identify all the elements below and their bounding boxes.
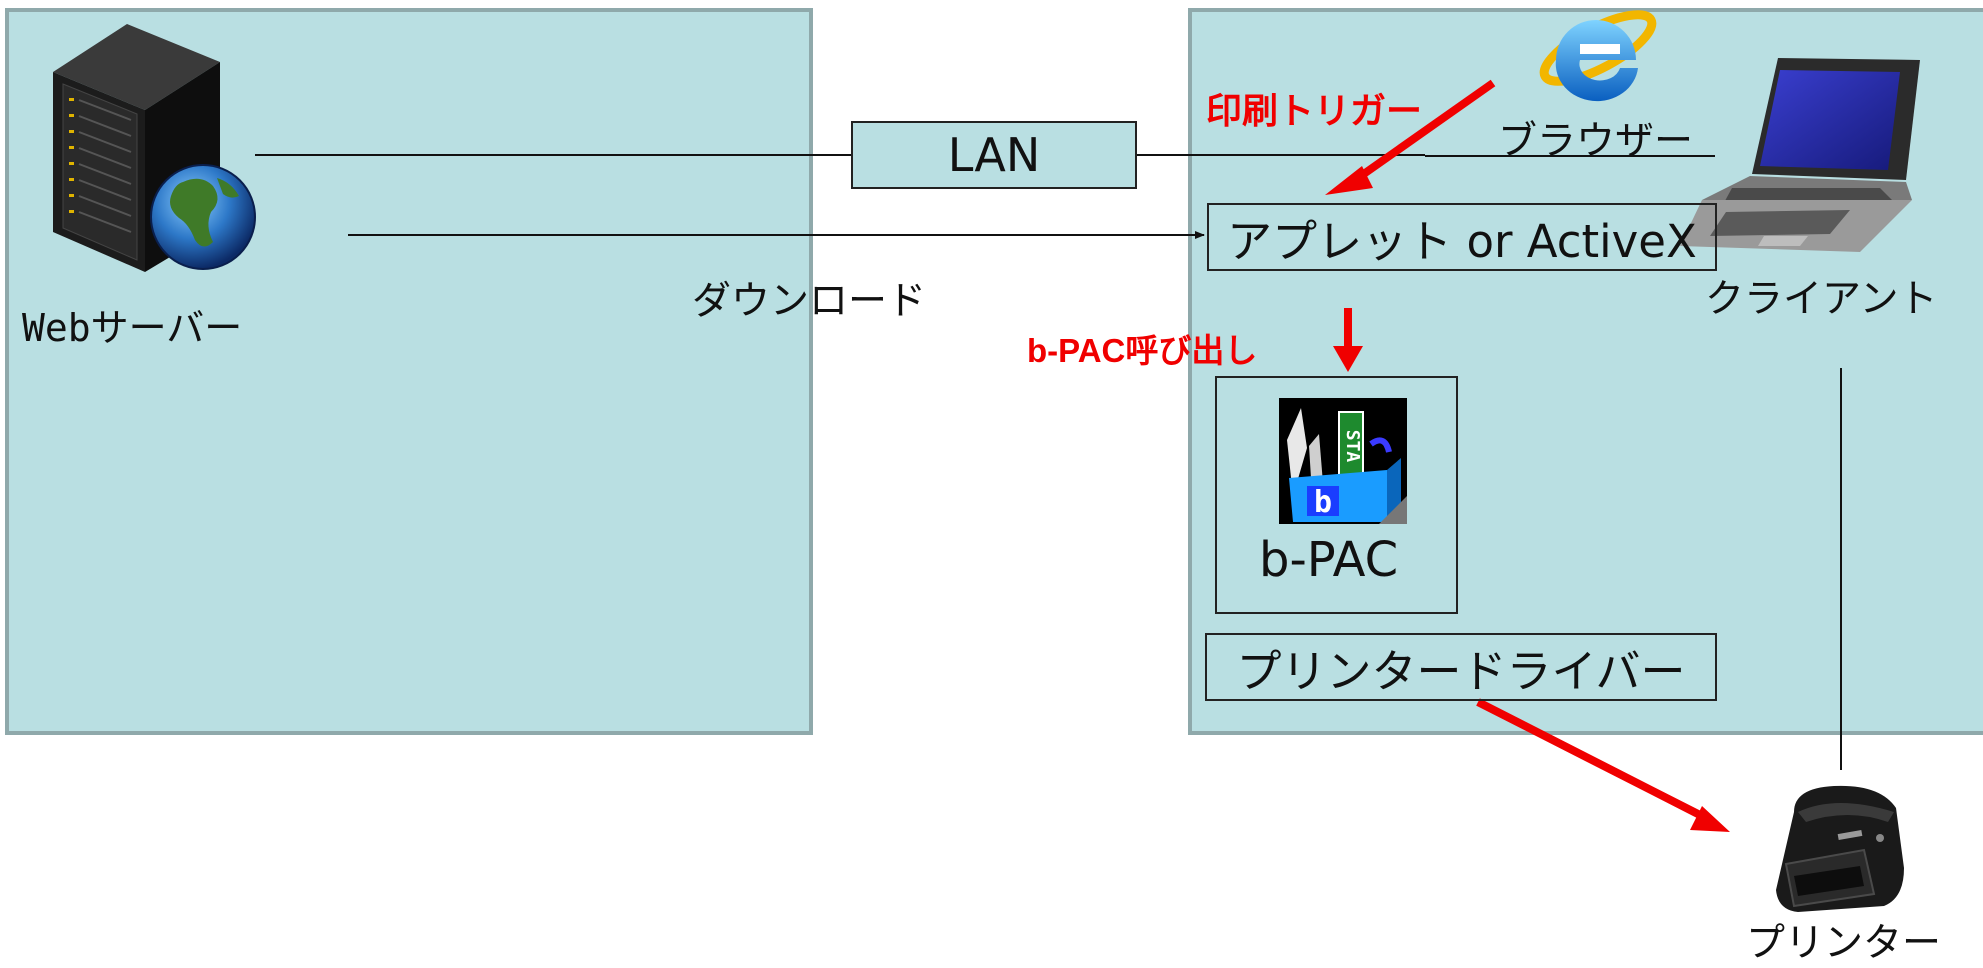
to-printer-arrow bbox=[1476, 698, 1702, 819]
download-label: ダウンロード bbox=[692, 279, 927, 324]
browser-icon bbox=[1536, 0, 1666, 104]
applet-label: アプレット or ActiveX bbox=[1227, 214, 1697, 268]
driver-box: プリンタードライバー bbox=[1205, 633, 1717, 701]
print-trigger-label: 印刷トリガー bbox=[1206, 90, 1423, 131]
server-icon bbox=[45, 22, 260, 277]
print-trigger-arrowhead bbox=[1325, 166, 1373, 195]
bpac-call-label: b-PAC呼び出し bbox=[1027, 332, 1258, 369]
bpac-icon-letter: b bbox=[1314, 485, 1332, 520]
client-label: クライアント bbox=[1705, 277, 1938, 322]
printer-icon bbox=[1768, 782, 1910, 914]
to-printer-arrowhead bbox=[1690, 806, 1730, 832]
server-label: Webサーバー bbox=[22, 306, 243, 350]
lan-box: LAN bbox=[851, 121, 1137, 189]
driver-label: プリンタードライバー bbox=[1236, 644, 1686, 698]
printer-label: プリンター bbox=[1746, 921, 1942, 966]
lan-label: LAN bbox=[947, 128, 1041, 182]
applet-box: アプレット or ActiveX bbox=[1207, 203, 1717, 271]
bpac-call-arrowhead bbox=[1333, 346, 1363, 372]
bpac-box: STA b b-PAC bbox=[1215, 376, 1458, 614]
laptop-icon bbox=[1680, 50, 1920, 265]
bpac-icon-text: STA bbox=[1342, 430, 1363, 463]
print-trigger-arrow bbox=[1355, 79, 1496, 182]
bpac-app-icon: STA b bbox=[1279, 398, 1407, 524]
bpac-label: b-PAC bbox=[1259, 532, 1399, 588]
browser-label: ブラウザー bbox=[1498, 119, 1694, 164]
